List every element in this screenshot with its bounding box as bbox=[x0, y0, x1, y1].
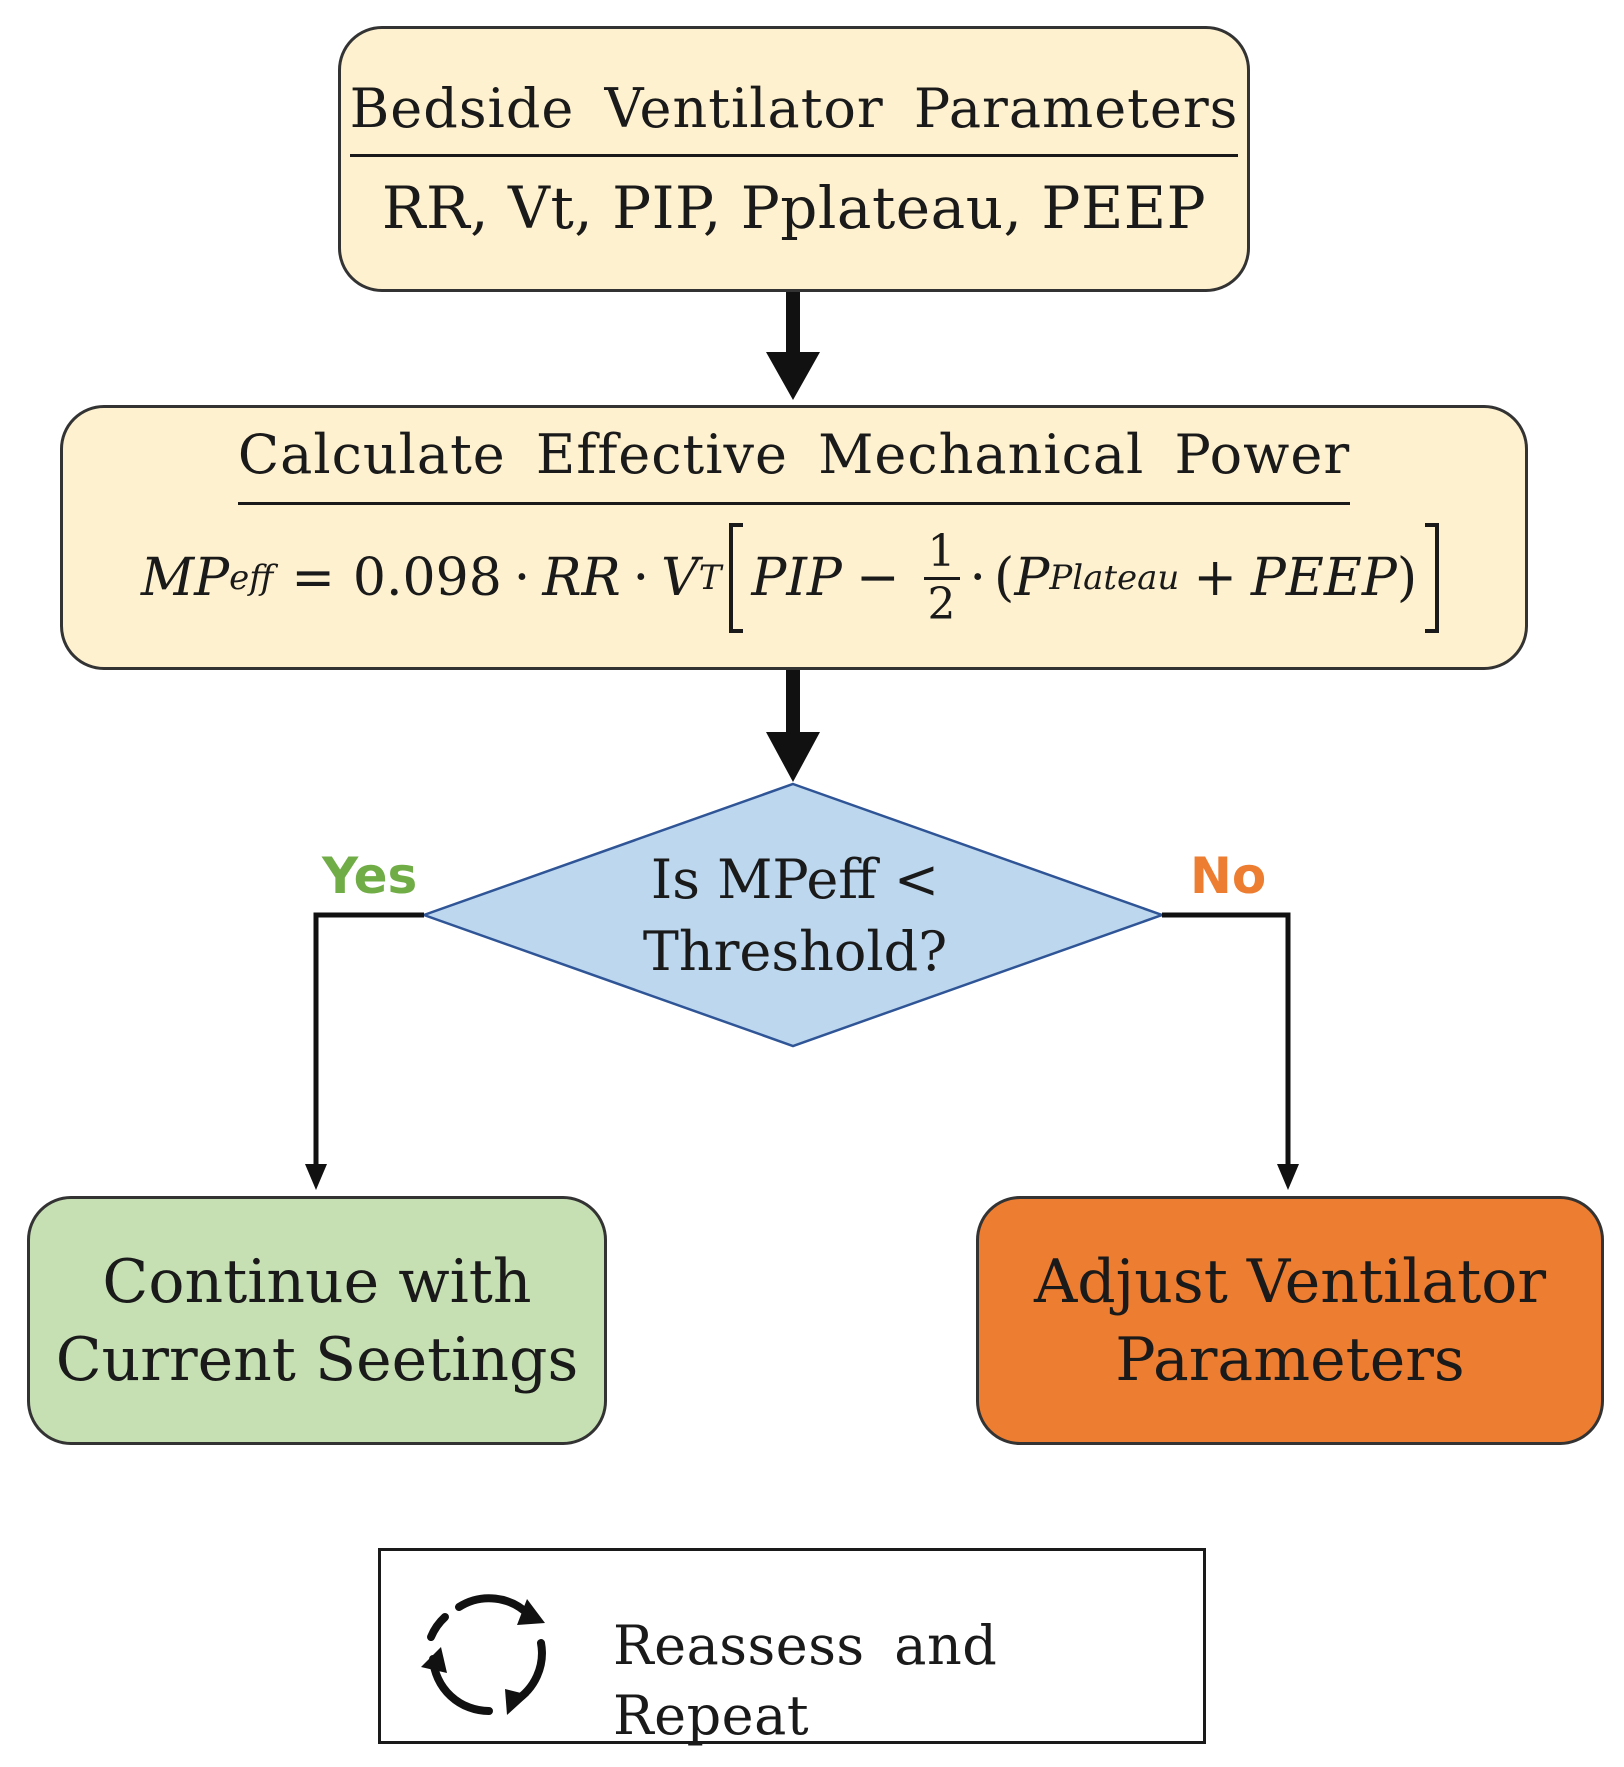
arrow-calc-to-decision bbox=[766, 670, 820, 782]
formula-bracket-left bbox=[729, 523, 744, 633]
formula-equals: = bbox=[291, 548, 335, 608]
formula-fraction-numerator: 1 bbox=[923, 526, 960, 580]
inputs-box-title: Bedside Ventilator Parameters bbox=[349, 77, 1239, 157]
continue-settings-box: Continue with Current Seetings bbox=[27, 1196, 607, 1445]
formula-dot-1: · bbox=[513, 548, 531, 608]
decision-question-line-2: Threshold? bbox=[642, 920, 948, 983]
arrow-inputs-to-calc bbox=[766, 292, 820, 400]
formula-constant: 0.098 bbox=[352, 548, 502, 608]
cycle-arrows-icon bbox=[421, 1594, 546, 1716]
formula-fraction: 1 2 bbox=[923, 526, 960, 630]
formula-peep: PEEP bbox=[1250, 548, 1397, 608]
formula-open-paren: ( bbox=[994, 548, 1015, 608]
adjust-parameters-box: Adjust Ventilator Parameters bbox=[976, 1196, 1604, 1445]
adjust-label-line-2: Parameters bbox=[1115, 1324, 1465, 1395]
decision-question: Is MPeff < Threshold? bbox=[595, 844, 995, 988]
no-branch-connector bbox=[1162, 912, 1299, 1190]
formula-dot-2: · bbox=[632, 548, 650, 608]
formula-lhs: MP bbox=[140, 548, 230, 608]
formula-plus: + bbox=[1193, 548, 1237, 608]
reassess-legend: Reassess and Repeat bbox=[378, 1548, 1206, 1747]
formula-pplateau-sub: Plateau bbox=[1049, 558, 1180, 598]
formula-fraction-denominator: 2 bbox=[927, 578, 956, 630]
adjust-label-line-1: Adjust Ventilator bbox=[1033, 1246, 1547, 1317]
formula-pip: PIP bbox=[751, 548, 842, 608]
inputs-box: Bedside Ventilator Parameters RR, Vt, PI… bbox=[338, 26, 1250, 292]
legend-label: Reassess and Repeat bbox=[613, 1614, 998, 1747]
decision-question-line-1: Is MPeff < bbox=[650, 848, 940, 911]
formula-vt-sub: T bbox=[698, 558, 722, 598]
continue-label-line-2: Current Seetings bbox=[55, 1324, 579, 1395]
formula-dot-3: · bbox=[969, 548, 987, 608]
formula-rr: RR bbox=[542, 548, 621, 608]
yes-branch-connector bbox=[305, 912, 424, 1190]
formula-minus: − bbox=[855, 548, 900, 608]
no-label: No bbox=[1190, 847, 1267, 905]
formula-vt: V bbox=[661, 548, 699, 608]
formula-lhs-sub: eff bbox=[229, 558, 274, 598]
continue-label-line-1: Continue with bbox=[102, 1246, 532, 1317]
yes-label: Yes bbox=[322, 847, 418, 905]
calculation-box-title: Calculate Effective Mechanical Power bbox=[237, 424, 1351, 505]
formula-pplateau: P bbox=[1014, 548, 1050, 608]
formula-bracket-right bbox=[1425, 523, 1440, 633]
decision-diamond bbox=[420, 782, 1166, 1048]
inputs-box-subtitle: RR, Vt, PIP, Pplateau, PEEP bbox=[381, 173, 1207, 242]
formula-close-paren: ) bbox=[1396, 548, 1418, 608]
